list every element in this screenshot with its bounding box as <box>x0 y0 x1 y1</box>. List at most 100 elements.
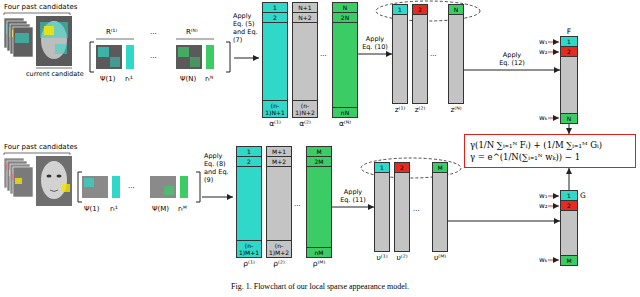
vector-entry: 1 <box>561 191 577 201</box>
annotation: ... <box>150 28 157 36</box>
vector-column: α⁽ᴺ⁾N2NnN <box>332 2 358 118</box>
vector-entry: M <box>433 163 447 173</box>
annotation: w₁ <box>539 38 548 46</box>
vector-column: υ⁽¹⁾1 <box>374 162 390 252</box>
edge-label: Apply Eq. (10) <box>360 35 390 51</box>
face-images-bottom <box>4 153 72 206</box>
vector-name: ρ⁽¹⁾ <box>243 259 254 268</box>
annotation: w₂ <box>539 202 548 210</box>
annotation: Four past candidates <box>4 3 77 11</box>
vector-column: υ⁽²⁾2 <box>394 162 410 252</box>
vector-name: F <box>567 27 571 36</box>
vector-entry: nN <box>333 107 357 117</box>
annotation: Ψ(M) <box>152 205 169 213</box>
edge-label: Apply Eq. (12) <box>497 51 527 67</box>
vector-entry: 1 <box>393 5 407 15</box>
vector-column: F12N <box>560 36 578 124</box>
annotation: rₜ¹ <box>125 75 133 83</box>
vector-entry: N+1 <box>293 3 317 13</box>
vector-entry: 2N <box>333 13 357 23</box>
vector-entry: 2 <box>561 47 577 57</box>
vector-entry: M+1 <box>267 147 291 157</box>
vector-column: υ⁽ᴹ⁾M <box>432 162 448 252</box>
annotation: ... <box>320 50 327 58</box>
formula-box: γ(1/N ∑ᵢ₌₁ᴺ Fᵢ) + (1/M ∑ᵢ₌₁ᴹ Gᵢ)γ = e^(1… <box>464 134 636 168</box>
vector-column: α⁽¹⁾12(n-1)N+1 <box>262 2 288 118</box>
vector-column: z⁽¹⁾1 <box>392 4 408 104</box>
vector-entry: (n-1)N+2 <box>293 100 317 117</box>
vector-name: ρ⁽²⁾ <box>273 259 284 268</box>
vector-entry: 1 <box>263 3 287 13</box>
vector-entry: 2 <box>263 13 287 23</box>
annotation: Four past candidates <box>4 143 77 151</box>
vector-column: ρ⁽¹⁾12(n-1)M+1 <box>236 146 262 258</box>
vector-name: z⁽²⁾ <box>415 105 426 114</box>
vector-entry: N <box>449 5 463 15</box>
vector-column: ρ⁽ᴹ⁾M2MnM <box>306 146 332 258</box>
annotation: Ψ(N) <box>180 75 196 83</box>
annotation: R⁽ᴺ⁾ <box>186 28 198 36</box>
flow-arrow <box>332 207 374 208</box>
vector-column: ρ⁽²⁾M+1M+2(n-1)M+2 <box>266 146 292 258</box>
annotation: R⁽¹⁾ <box>106 28 117 36</box>
vector-column: z⁽²⁾2 <box>412 4 428 104</box>
flow-arrow <box>569 124 570 134</box>
vector-name: υ⁽²⁾ <box>396 253 407 262</box>
vector-entry: 2 <box>413 5 427 15</box>
annotation: w₂ <box>539 48 548 56</box>
vector-column: α⁽²⁾N+1N+2(n-1)N+2 <box>292 2 318 118</box>
vector-name: α⁽¹⁾ <box>269 119 281 128</box>
annotation: Apply Eq. (5) and Eq. (7) <box>233 12 261 44</box>
annotation: ... <box>430 50 437 58</box>
vector-entry: 2M <box>307 157 331 167</box>
face-images-top <box>4 13 72 68</box>
vector-entry: nM <box>307 247 331 257</box>
vector-name: α⁽ᴺ⁾ <box>339 119 351 128</box>
vector-name: α⁽²⁾ <box>299 119 311 128</box>
annotation: rₜ¹ <box>110 205 118 213</box>
annotation: wₖ <box>539 256 548 264</box>
annotation: ... <box>294 200 301 208</box>
vector-entry: (n-1)M+1 <box>237 240 261 257</box>
vector-entry: M <box>307 147 331 157</box>
formula-text: γ(1/N ∑ᵢ₌₁ᴺ Fᵢ) + (1/M ∑ᵢ₌₁ᴹ Gᵢ) <box>470 139 630 151</box>
flow-arrow <box>569 168 570 190</box>
annotation: Ψ(1) <box>100 75 115 83</box>
vector-entry: 1 <box>237 147 261 157</box>
annotation: ... <box>150 52 157 60</box>
figure-caption: Fig. 1. Flowchart of our local sparse ap… <box>0 282 640 292</box>
vector-entry: 2 <box>237 157 261 167</box>
vector-entry: (n-1)M+2 <box>267 240 291 257</box>
annotation: Ψ(1) <box>84 205 99 213</box>
vector-entry: M+2 <box>267 157 291 167</box>
vector-entry: N+2 <box>293 13 317 23</box>
vector-column: G12M <box>560 190 578 266</box>
vector-entry: N <box>561 113 577 123</box>
annotation: rₜᴺ <box>205 75 213 83</box>
annotation: Apply Eq. (8) and Eq. (9) <box>204 152 234 184</box>
vector-name: G <box>580 191 586 200</box>
annotation: wₖ <box>539 114 548 122</box>
vector-entry: 1 <box>561 37 577 47</box>
vector-entry: (n-1)N+1 <box>263 100 287 117</box>
vector-name: z⁽ᴺ⁾ <box>450 105 461 114</box>
flow-arrow <box>464 70 560 71</box>
vector-entry: N <box>333 3 357 13</box>
annotation: current candidate <box>26 70 84 78</box>
vector-name: υ⁽¹⁾ <box>376 253 387 262</box>
vector-entry: M <box>561 255 577 265</box>
vector-entry: 1 <box>375 163 389 173</box>
flow-arrow <box>358 54 392 55</box>
vector-entry: 2 <box>561 201 577 211</box>
vector-name: z⁽¹⁾ <box>395 105 406 114</box>
vector-name: υ⁽ᴹ⁾ <box>434 253 446 262</box>
annotation: ... <box>128 182 135 190</box>
edge-label: Apply Eq. (11) <box>338 188 368 204</box>
vector-entry: 2 <box>395 163 409 173</box>
vector-name: ρ⁽ᴹ⁾ <box>313 259 326 268</box>
annotation: rₜᴹ <box>178 205 187 213</box>
annotation: w₁ <box>539 192 548 200</box>
formula-text: γ = e^(1/N(∑ᵢ₌₁ᴺ wₖ)) − 1 <box>470 151 630 163</box>
vector-column: z⁽ᴺ⁾N <box>448 4 464 104</box>
